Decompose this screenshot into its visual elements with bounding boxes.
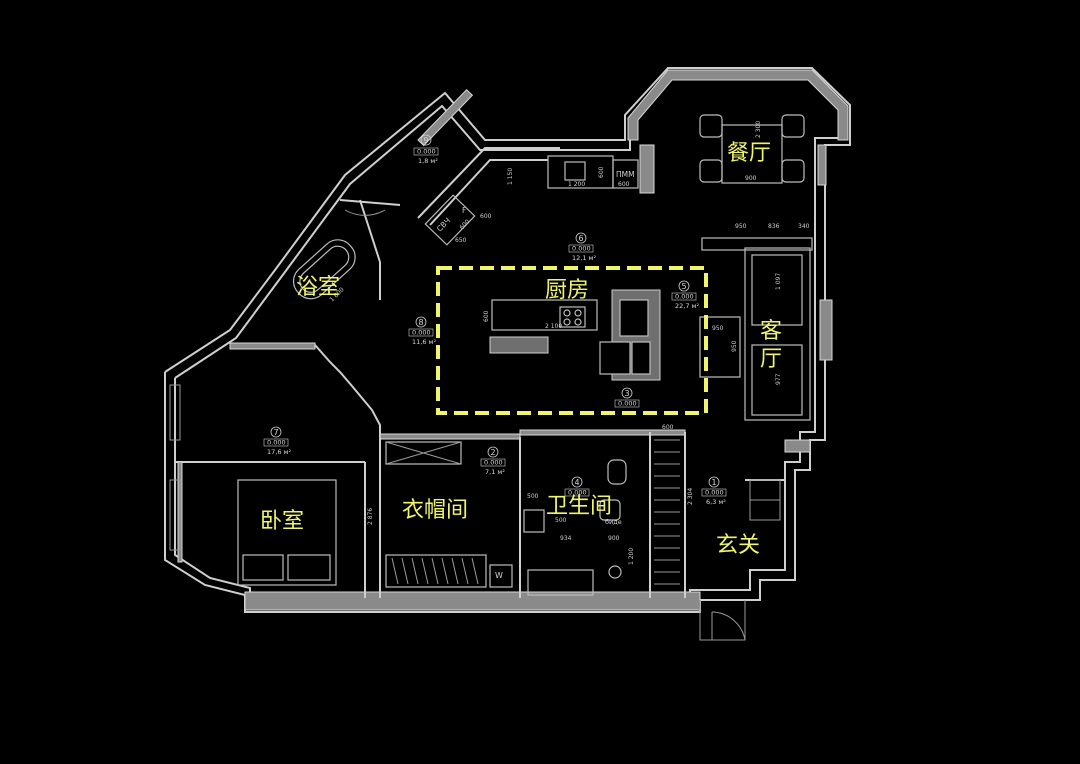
svg-text:3: 3 [625, 389, 630, 398]
room-tag-1: 1 0.000 6,3 м² [701, 476, 726, 506]
svg-text:1,8 м²: 1,8 м² [418, 157, 438, 165]
room-label-dining: 餐厅 [727, 141, 771, 166]
room-label-bath: 浴室 [296, 275, 340, 300]
dim-svch-a: 600 [480, 213, 492, 220]
svg-text:4: 4 [575, 478, 580, 487]
dim-island-depth: 600 [483, 310, 490, 322]
dim-svch-c: 650 [455, 237, 467, 244]
dim-sink-depth: 600 [598, 166, 605, 178]
dim-living-950-side: 950 [712, 325, 724, 332]
room-tag-4: 4 0.000 [564, 476, 590, 497]
svg-text:12,1 м²: 12,1 м² [572, 254, 596, 262]
dim-hall-600: 600 [662, 424, 674, 431]
room-tag-2: 2 0.000 7,1 м² [480, 446, 505, 476]
exterior-walls [164, 67, 851, 613]
svg-text:0.000: 0.000 [675, 293, 694, 301]
room-label-wc: 卫生间 [546, 494, 612, 519]
svg-text:0.000: 0.000 [705, 489, 724, 497]
svg-text:0.000: 0.000 [417, 148, 436, 156]
room-labels: 餐厅 厨房 客 厅 浴室 卧室 衣帽间 卫生间 玄关 [260, 141, 782, 558]
dim-sink-width: 1 200 [568, 181, 585, 188]
f-label: F [462, 206, 466, 215]
dim-wardrobe-2876: 2 876 [367, 508, 374, 525]
dim-hall-2304: 2 304 [687, 488, 694, 505]
svg-text:0.000: 0.000 [412, 329, 431, 337]
svg-text:0.000: 0.000 [267, 439, 286, 447]
dim-wc-934: 934 [560, 535, 572, 542]
svg-text:0.000: 0.000 [484, 459, 503, 467]
wardrobe-hangers [391, 557, 479, 585]
svg-text:8: 8 [419, 318, 424, 327]
svg-text:22,7 м²: 22,7 м² [675, 302, 699, 310]
dim-living-836: 836 [768, 223, 780, 230]
svg-text:2: 2 [491, 448, 496, 457]
room-tag-6: 6 0.000 12,1 м² [568, 232, 596, 262]
hall-closet-lines [654, 439, 680, 585]
w-label: W [495, 571, 503, 580]
dim-pmm-depth: 600 [618, 181, 630, 188]
dim-wc-900: 900 [608, 535, 620, 542]
dim-wall-1150: 1 150 [507, 168, 514, 185]
svg-text:11,6 м²: 11,6 м² [412, 338, 436, 346]
dim-wc-1200: 1 200 [628, 548, 635, 565]
dim-living-950-vert: 950 [731, 340, 738, 352]
pmm-label: ПММ [616, 170, 635, 179]
room-tag-7: 7 0.000 17,6 м² [263, 426, 291, 456]
dim-dining-table: 900 [745, 175, 757, 182]
dim-wc-500-a: 500 [527, 493, 539, 500]
room-label-living-1: 客 [760, 319, 782, 344]
svg-text:0.000: 0.000 [618, 400, 637, 408]
dim-sofa-1097: 1 097 [775, 273, 782, 290]
dim-island-width: 2 100 [545, 323, 562, 330]
dim-living-340: 340 [798, 223, 810, 230]
svg-text:7,1 м²: 7,1 м² [485, 468, 505, 476]
room-tag-9: 9 0.000 1,8 м² [413, 134, 438, 165]
doors [344, 209, 746, 641]
room-label-kitchen: 厨房 [545, 278, 589, 303]
svg-text:1: 1 [712, 478, 717, 487]
dim-wc-500-b: 500 [555, 517, 567, 524]
kitchen-highlight-frame [436, 266, 708, 415]
dim-sofa-977: 977 [775, 373, 782, 385]
svg-text:9: 9 [424, 136, 429, 145]
bide-label: биде [605, 518, 622, 526]
room-tag-3: 3 0.000 [614, 387, 640, 408]
svg-text:6: 6 [579, 234, 584, 243]
svg-text:5: 5 [682, 282, 687, 291]
interior-walls [169, 88, 811, 598]
dim-svch-b: 600 [458, 218, 471, 231]
room-label-entry: 玄关 [716, 533, 760, 558]
furniture [237, 114, 813, 596]
svg-text:6,3 м²: 6,3 м² [706, 498, 726, 506]
dim-living-950-top: 950 [735, 223, 747, 230]
svg-text:0.000: 0.000 [572, 245, 591, 253]
room-label-wardrobe: 衣帽间 [402, 498, 468, 523]
svg-text:7: 7 [274, 428, 279, 437]
svg-text:17,6 м²: 17,6 м² [267, 448, 291, 456]
room-tags: 9 0.000 1,8 м² 6 0.000 12,1 м² 5 0.000 2… [263, 134, 726, 506]
room-label-living-2: 厅 [760, 347, 782, 372]
svg-text:0.000: 0.000 [568, 489, 587, 497]
svch-label: СВЧ [435, 216, 452, 233]
room-label-bedroom: 卧室 [260, 509, 304, 534]
room-tag-8: 8 0.000 11,6 м² [408, 316, 436, 346]
room-tag-5: 5 0.000 22,7 м² [671, 280, 699, 310]
dim-dining-height: 2 300 [755, 121, 762, 138]
